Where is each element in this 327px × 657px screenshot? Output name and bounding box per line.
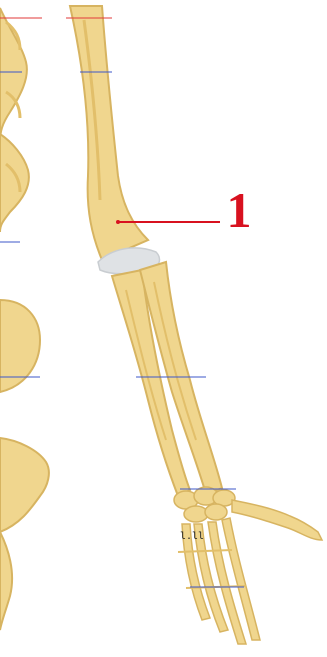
carpal-5 bbox=[205, 504, 227, 520]
callout-dot bbox=[116, 220, 120, 224]
small-mark-text: l.ll bbox=[180, 531, 204, 543]
callout-label-1: 1 bbox=[219, 182, 259, 238]
carpal-4 bbox=[184, 506, 208, 522]
